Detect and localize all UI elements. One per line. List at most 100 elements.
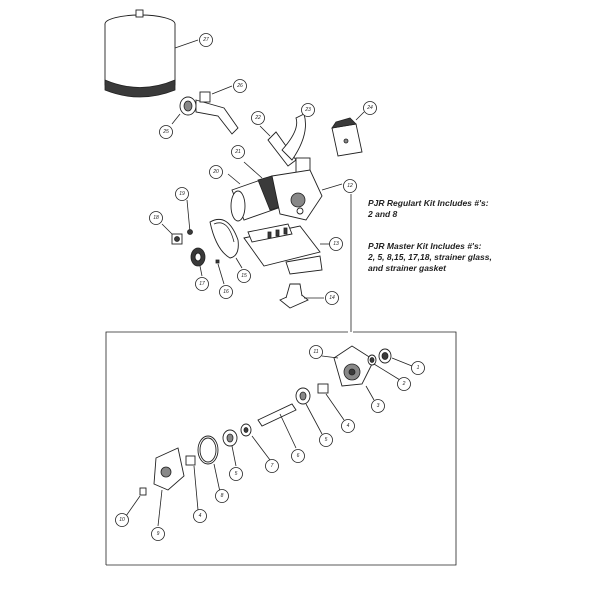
part-1-cap — [378, 348, 413, 367]
callout-circle — [219, 285, 233, 299]
callout-circle — [291, 449, 305, 463]
callout-number: 4 — [199, 513, 202, 519]
part-6-shaft — [257, 403, 297, 449]
part-4-bushing-a — [317, 383, 345, 421]
part-20-21-12-pump-assembly — [227, 161, 343, 222]
callout-number: 25 — [162, 129, 169, 135]
callout-2: 2 — [397, 377, 411, 391]
callout-number: 4 — [347, 423, 350, 429]
callout-circle — [325, 291, 339, 305]
part-4-bushing-b — [185, 455, 199, 511]
callout-number: 17 — [199, 281, 205, 287]
master-kit-title: PJR Master Kit Includes #'s: — [368, 241, 482, 251]
callout-9: 9 — [151, 527, 165, 541]
callout-circle — [229, 467, 243, 481]
callout-12: 12 — [343, 179, 357, 193]
part-24-block — [331, 111, 365, 157]
callout-17: 17 — [195, 277, 209, 291]
callout-number: 27 — [202, 37, 209, 43]
callout-13: 13 — [329, 237, 343, 251]
part-18-nut — [161, 223, 183, 245]
part-15-belt — [209, 218, 243, 269]
callout-circle — [215, 489, 229, 503]
part-17-pulley — [190, 247, 206, 277]
callout-number: 16 — [223, 289, 229, 295]
callout-circle — [115, 513, 129, 527]
part-10-plug — [125, 487, 147, 517]
callout-18: 18 — [149, 211, 163, 225]
callout-number: 5 — [325, 437, 328, 443]
callout-number: 21 — [234, 149, 241, 155]
callout-7: 7 — [265, 459, 279, 473]
master-kit-line-1: 2, 5, 8,15, 17,18, strainer glass, — [368, 252, 492, 262]
callout-number: 23 — [304, 107, 311, 113]
callout-5b: 5 — [229, 467, 243, 481]
part-25-26-fitting — [171, 85, 239, 135]
callout-circle — [397, 377, 411, 391]
callout-number: 20 — [212, 169, 219, 175]
callout-number: 24 — [366, 105, 373, 111]
part-13-strainer-plate — [243, 223, 330, 275]
callout-5a: 5 — [319, 433, 333, 447]
callout-circle — [199, 33, 213, 47]
callout-circle — [151, 527, 165, 541]
callout-25: 25 — [159, 125, 173, 139]
master-kit-note: PJR Master Kit Includes #'s: 2, 5, 8,15,… — [368, 241, 578, 274]
callout-circle — [371, 399, 385, 413]
callout-1: 1 — [411, 361, 425, 375]
part-8-gasket — [197, 435, 221, 493]
callout-number: 15 — [241, 273, 247, 279]
callout-circle — [175, 187, 189, 201]
callout-15: 15 — [237, 269, 251, 283]
callout-14: 14 — [325, 291, 339, 305]
callout-24: 24 — [363, 101, 377, 115]
callout-number: 10 — [119, 517, 125, 523]
callout-6: 6 — [291, 449, 305, 463]
part-2-oring — [367, 354, 401, 381]
regular-kit-items: 2 and 8 — [368, 209, 398, 219]
callout-number: 13 — [333, 241, 339, 247]
callout-number: 18 — [153, 215, 159, 221]
callout-circle — [149, 211, 163, 225]
callout-number: 8 — [221, 493, 224, 499]
callout-circle — [319, 433, 333, 447]
callout-number: 5 — [235, 471, 238, 477]
callout-21: 21 — [231, 145, 245, 159]
callout-circle — [411, 361, 425, 375]
regular-kit-note: PJR Regulart Kit Includes #'s: 2 and 8 — [368, 198, 568, 220]
callout-circle — [363, 101, 377, 115]
callout-27: 27 — [199, 33, 213, 47]
part-9-housing — [153, 447, 185, 527]
callout-number: 14 — [329, 295, 335, 301]
callout-number: 12 — [347, 183, 353, 189]
callout-number: 11 — [313, 349, 318, 355]
callout-number: 1 — [417, 365, 420, 371]
callout-circle — [195, 277, 209, 291]
part-5-bearing-b — [222, 429, 238, 467]
callout-16: 16 — [219, 285, 233, 299]
part-14-foot — [279, 283, 324, 309]
part-19-screw — [186, 199, 193, 235]
callout-26: 26 — [233, 79, 247, 93]
callout-circle — [341, 419, 355, 433]
callout-number: 9 — [157, 531, 160, 537]
part-11-pump-head — [321, 345, 375, 401]
callout-20: 20 — [209, 165, 223, 179]
master-kit-line-2: and strainer gasket — [368, 263, 446, 273]
callout-number: 22 — [254, 115, 261, 121]
callout-22: 22 — [251, 111, 265, 125]
callout-number: 6 — [297, 453, 300, 459]
callout-3: 3 — [371, 399, 385, 413]
callout-circle — [233, 79, 247, 93]
callout-number: 7 — [271, 463, 274, 469]
part-22-23-hose — [259, 103, 311, 175]
callout-23: 23 — [301, 103, 315, 117]
callout-10: 10 — [115, 513, 129, 527]
callout-number: 26 — [236, 83, 243, 89]
part-5-bearing-a — [295, 387, 323, 435]
callout-circle — [231, 145, 245, 159]
callout-11: 11 — [309, 345, 323, 359]
detail-frame — [105, 194, 457, 566]
